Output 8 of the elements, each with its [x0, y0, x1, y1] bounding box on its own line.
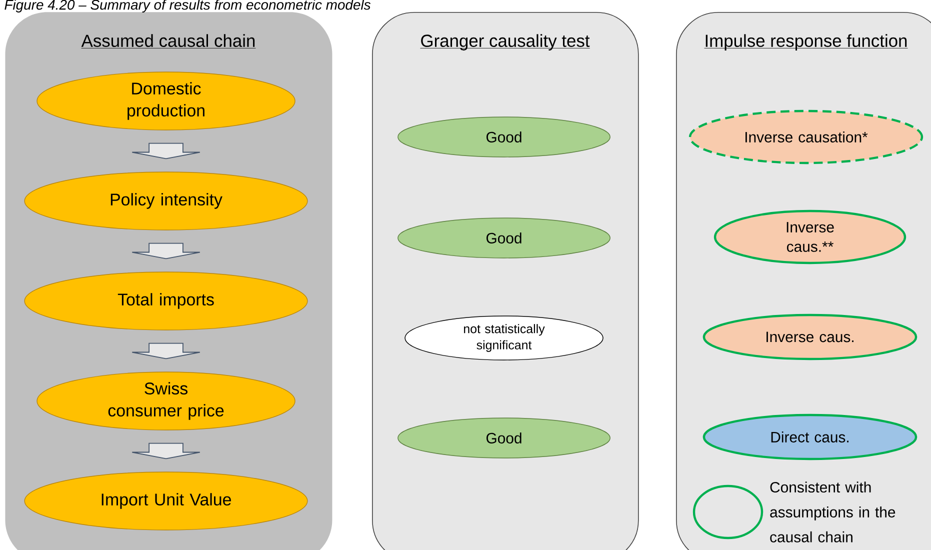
block-arrow — [132, 442, 200, 460]
panel-heading: Impulse response function — [704, 34, 908, 50]
block-arrow — [132, 142, 200, 160]
legend-text: Consistent with assumptions in the causal chain — [770, 482, 896, 542]
panel-heading: Assumed causal chain — [81, 34, 256, 48]
block-arrow — [132, 242, 200, 260]
panel-heading: Granger causality test — [420, 34, 590, 50]
block-arrow — [132, 342, 200, 360]
